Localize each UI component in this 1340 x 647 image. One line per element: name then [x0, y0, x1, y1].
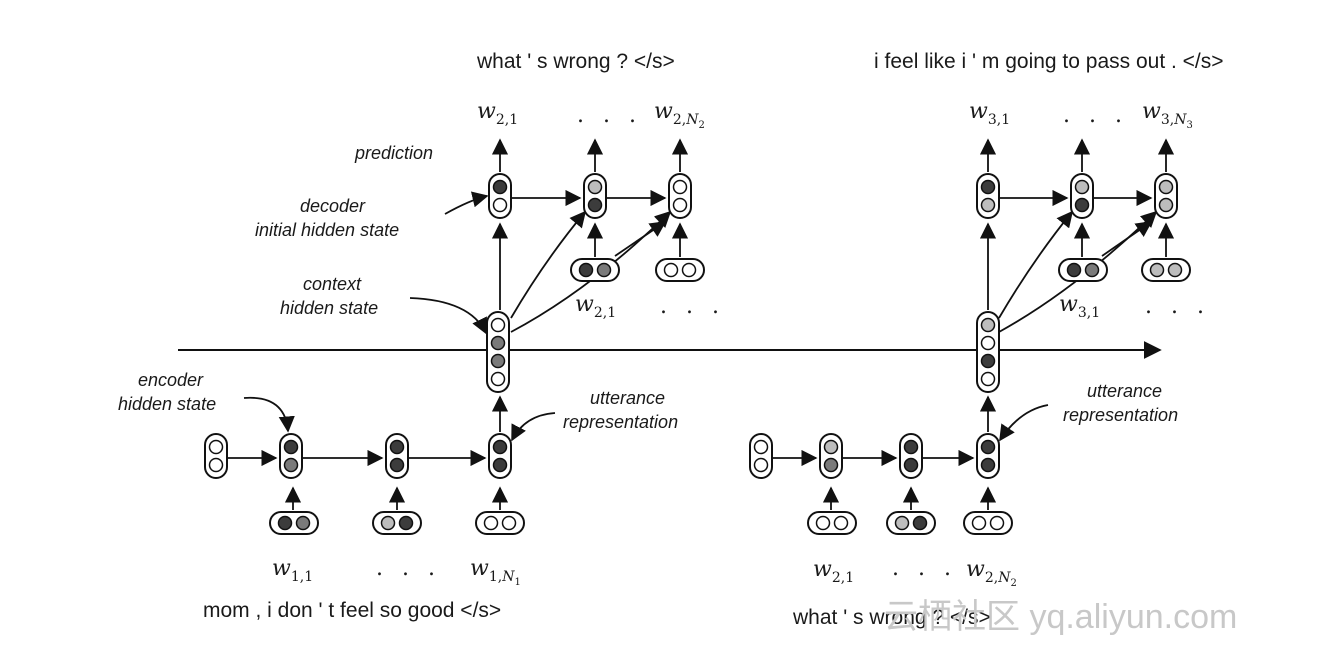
- encoder-state-u2-1: [819, 433, 843, 479]
- label-utterance2-line1: utterance: [1087, 381, 1162, 401]
- ellipsis-encoder-input-u1: . . .: [376, 556, 441, 581]
- label-context-line2: hidden state: [280, 298, 378, 318]
- label-utterance1-line1: utterance: [590, 388, 665, 408]
- word-embedding-w11: [269, 511, 319, 535]
- context-state-2: [976, 311, 1000, 393]
- arrow-dec3-in-diag: [1101, 221, 1153, 257]
- ellipsis-decoder-input-u2: . . .: [660, 294, 725, 319]
- arrow-context1-to-dec2: [510, 210, 587, 319]
- sentence-u1: mom , i don ' t feel so good </s>: [203, 599, 501, 622]
- pointer-context: [409, 297, 487, 335]
- ellipsis-decoder-input-u3: . . .: [1145, 294, 1210, 319]
- decoder-state-u3-3: [1154, 173, 1178, 219]
- label-prediction: prediction: [354, 143, 433, 163]
- encoder-initial-state-u1: [204, 433, 228, 479]
- word-embedding-w1N: [475, 511, 525, 535]
- ellipsis-output-u2: . . .: [577, 103, 642, 128]
- encoder-state-u1-2: [385, 433, 409, 479]
- label-decoder-line2: initial hidden state: [255, 220, 399, 240]
- word-embedding-w21: [807, 511, 857, 535]
- word-embedding-u2-mid: [886, 511, 936, 535]
- decoder-input-w31: [1058, 258, 1108, 282]
- label-encoder-line2: hidden state: [118, 394, 216, 414]
- word-symbol-w3N-out: w3,N3: [1142, 99, 1193, 131]
- arrow-dec2-in-diag: [614, 221, 667, 257]
- word-symbol-w11: w1,1: [272, 556, 313, 585]
- encoder-state-u2-2: [899, 433, 923, 479]
- word-symbol-w31-in: w3,1: [1059, 292, 1100, 321]
- word-symbol-w21-in: w2,1: [575, 292, 616, 321]
- word-symbol-w31-out: w3,1: [969, 99, 1010, 128]
- pointer-decoder-init: [444, 191, 489, 215]
- label-decoder-line1: decoder: [300, 196, 366, 216]
- decoder-state-u2-1: [488, 173, 512, 219]
- decoder-state-u2-3: [668, 173, 692, 219]
- encoder-state-u1-3: [488, 433, 512, 479]
- decoder-state-u2-2: [583, 173, 607, 219]
- label-encoder-line1: encoder: [138, 370, 204, 390]
- decoder-state-u3-1: [976, 173, 1000, 219]
- pointer-utterance1: [511, 412, 556, 442]
- sentence-u2-top: what ' s wrong ? </s>: [476, 50, 675, 73]
- decoder-input-u3-next: [1141, 258, 1191, 282]
- ellipsis-encoder-input-u2: . . .: [892, 556, 957, 581]
- decoder-input-u2-next: [655, 258, 705, 282]
- decoder-state-u3-2: [1070, 173, 1094, 219]
- decoder-input-w21: [570, 258, 620, 282]
- word-symbol-w2N-out: w2,N2: [654, 99, 705, 131]
- encoder-initial-state-u2: [749, 433, 773, 479]
- context-state-1: [486, 311, 510, 393]
- label-utterance1-line2: representation: [563, 412, 678, 432]
- watermark: 云栖社区 yq.aliyun.com: [884, 598, 1237, 636]
- word-symbol-w21-bottom: w2,1: [813, 557, 854, 586]
- word-symbol-w2N-bottom: w2,N2: [966, 557, 1017, 589]
- sentence-u2-bottom: what ' s wrong ? </s>: [792, 606, 991, 629]
- arrow-context2-to-dec2: [998, 210, 1074, 319]
- word-symbol-w1N: w1,N1: [470, 556, 521, 588]
- ellipsis-output-u3: . . .: [1063, 103, 1128, 128]
- word-symbol-w21-out: w2,1: [477, 99, 518, 128]
- label-utterance2-line2: representation: [1063, 405, 1178, 425]
- sentence-u3: i feel like i ' m going to pass out . </…: [874, 50, 1224, 73]
- pointer-utterance2: [999, 404, 1049, 442]
- nodes-layer: [204, 173, 1191, 535]
- encoder-state-u1-1: [279, 433, 303, 479]
- word-embedding-u1-mid: [372, 511, 422, 535]
- arrows-layer: [228, 138, 1175, 510]
- label-context-line1: context: [303, 274, 362, 294]
- pointer-encoder: [243, 396, 295, 433]
- encoder-state-u2-3: [976, 433, 1000, 479]
- word-embedding-w2N: [963, 511, 1013, 535]
